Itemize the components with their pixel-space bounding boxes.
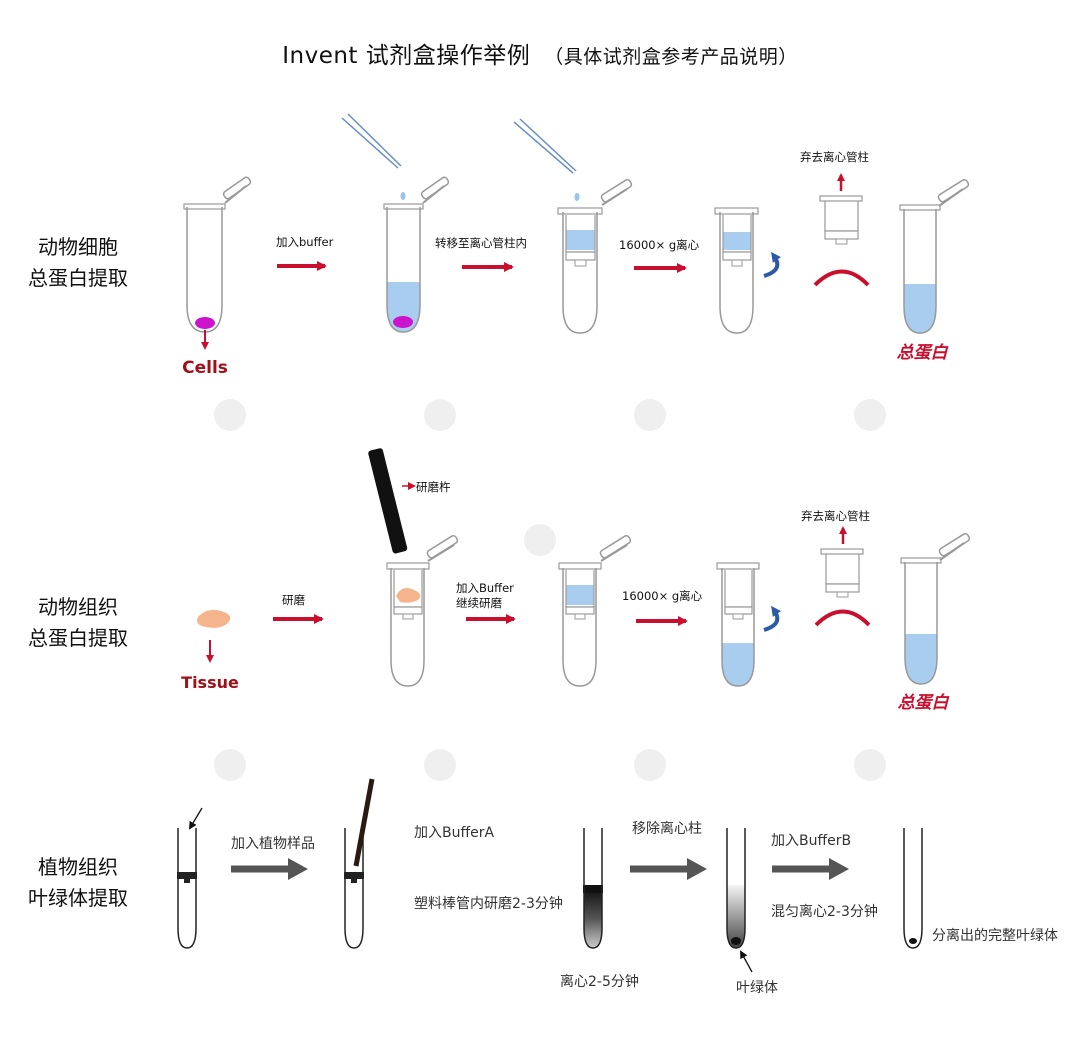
final-label: 分离出的完整叶绿体	[932, 927, 1058, 944]
watermark-logo	[854, 749, 886, 781]
watermark-logo	[854, 399, 886, 431]
row3-label: 植物组织 叶绿体提取	[14, 852, 142, 914]
step2-label-line2: 继续研磨	[456, 596, 502, 610]
centrifuge1-label: 离心2-5分钟	[560, 973, 639, 990]
step4-label-line1: 加入BufferB	[771, 833, 851, 849]
pestle-icon	[368, 448, 408, 554]
step3-label: 16000× g离心	[619, 238, 700, 252]
chloroplast-pellet	[909, 938, 917, 944]
row2-label-line1: 动物组织	[38, 595, 118, 619]
tube-with-chloroplast	[726, 828, 753, 973]
result-label: 总蛋白	[897, 343, 949, 363]
tissue-piece	[197, 609, 231, 628]
centrifuged-tube	[714, 207, 781, 334]
watermark-logo	[424, 749, 456, 781]
final-chloroplast-tube	[903, 828, 923, 949]
final-protein-tube	[900, 532, 971, 685]
tube-with-tissue	[386, 534, 459, 687]
step1-label: 加入buffer	[276, 235, 334, 249]
grinding-rod-icon	[353, 778, 375, 867]
cells-label: Cells	[182, 358, 228, 378]
watermark-logo	[214, 749, 246, 781]
tube-with-sample	[177, 807, 203, 949]
page-title: Invent 试剂盒操作举例 （具体试剂盒参考产品说明）	[0, 36, 1080, 70]
cell-pellet	[195, 317, 215, 329]
step3-label: 16000× g离心	[622, 589, 703, 603]
chloroplast-label: 叶绿体	[736, 980, 778, 996]
discard-label: 弃去离心管柱	[801, 509, 870, 523]
tube-centrifuge	[583, 828, 603, 949]
centrifuged-tube	[716, 562, 781, 687]
arrow-step3-head	[687, 858, 707, 880]
title-main: Invent 试剂盒操作举例	[282, 43, 531, 69]
arrow-step4-head	[829, 858, 849, 880]
row3-label-line2: 叶绿体提取	[28, 886, 128, 910]
watermark-logo	[424, 399, 456, 431]
tube-with-cells	[183, 176, 252, 350]
cell-pellet	[393, 316, 413, 328]
step3-label: 移除离心柱	[632, 820, 702, 837]
step2-label-line1: 加入BufferA	[414, 825, 494, 841]
chloroplast-pellet	[731, 937, 741, 945]
spin-arrow-icon	[763, 251, 781, 278]
step1-label: 研磨	[282, 593, 305, 607]
watermark-logo	[634, 749, 666, 781]
row1-label-line2: 总蛋白提取	[28, 266, 128, 290]
pipette-icon	[513, 118, 580, 201]
watermark-logo	[214, 399, 246, 431]
row2-label: 动物组织 总蛋白提取	[14, 592, 142, 654]
arrow-step1-head	[288, 858, 308, 880]
row2-diagram: Tissue 研磨 研磨杵 加入Buffer 继续研磨	[181, 448, 971, 713]
watermark-layer	[214, 399, 886, 781]
final-protein-tube	[899, 178, 970, 334]
row1-label-line1: 动物细胞	[38, 235, 118, 259]
discard-label: 弃去离心管柱	[800, 150, 869, 164]
spin-arrow-icon	[763, 605, 781, 632]
row1-diagram: Cells 加入buffer 转移至离心管柱内	[182, 113, 970, 378]
tissue-label: Tissue	[181, 673, 239, 692]
step2-label-line2: 塑料棒管内研磨2-3分钟	[414, 895, 563, 912]
row2-label-line2: 总蛋白提取	[28, 626, 128, 650]
row3-diagram: 加入植物样品 加入BufferA 塑料棒管内研磨2-3分钟 离心2-5分钟 移除…	[177, 778, 1058, 996]
step1-label: 加入植物样品	[231, 836, 315, 852]
spin-column-icon	[820, 548, 864, 598]
step4-label-line2: 混匀离心2-3分钟	[771, 903, 878, 920]
spin-column-icon	[819, 195, 863, 245]
step2-label-line1: 加入Buffer	[456, 581, 514, 595]
tube-with-spin-column	[557, 178, 633, 334]
tube-with-buffer	[383, 176, 450, 333]
title-subtitle: （具体试剂盒参考产品说明）	[544, 46, 798, 68]
step2-label: 转移至离心管柱内	[435, 236, 527, 250]
tube-with-rod	[344, 778, 375, 949]
tube-with-spin-column	[558, 534, 632, 687]
discard-arc	[813, 269, 870, 287]
row1-label: 动物细胞 总蛋白提取	[14, 232, 142, 294]
pestle-label: 研磨杵	[416, 480, 451, 494]
row3-label-line1: 植物组织	[38, 855, 118, 879]
result-label: 总蛋白	[898, 693, 950, 713]
pipette-icon	[341, 113, 406, 200]
watermark-logo	[634, 399, 666, 431]
watermark-logo	[524, 524, 556, 556]
discard-arc	[814, 609, 871, 627]
